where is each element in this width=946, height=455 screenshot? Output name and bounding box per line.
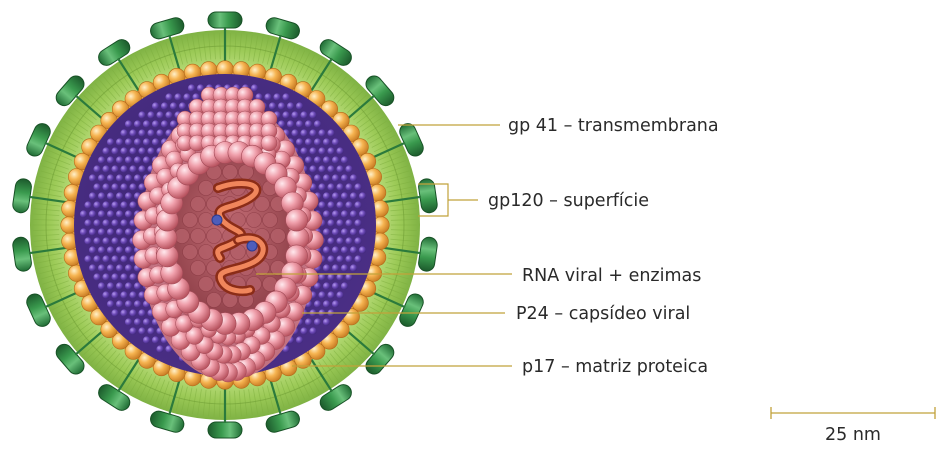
gp41-stem (383, 246, 422, 255)
leader-lines (256, 124, 512, 367)
gp41-stem (370, 141, 406, 160)
gp41-stem (117, 57, 140, 91)
gp41-stem (310, 359, 333, 393)
gp41-stem (44, 290, 80, 309)
gp41-transmembrane-stems (28, 27, 422, 423)
gp41-stem (28, 246, 67, 255)
gp41-stem (74, 328, 105, 356)
gp41-stem (269, 378, 282, 416)
label-rna: RNA viral + enzimas (522, 266, 701, 286)
gp41-stem (74, 94, 105, 122)
p17-matrix-beads (60, 60, 390, 390)
gp41-stem (44, 141, 80, 160)
gp41-stem (345, 94, 376, 122)
integrase-enzyme (246, 240, 258, 252)
gp120-spike (207, 421, 243, 439)
gp41-stem (345, 328, 376, 356)
scale-bar: 25 nm (770, 407, 936, 445)
label-gp120: gp120 – superfície (488, 191, 649, 211)
virion (12, 11, 438, 439)
label-p17: p17 – matriz proteica (522, 357, 708, 377)
scale-bar-label: 25 nm (825, 425, 881, 445)
gp41-stem (28, 195, 67, 204)
gp41-stem (370, 290, 406, 309)
label-p24: P24 – capsídeo viral (516, 304, 690, 324)
label-gp41: gp 41 – transmembrana (508, 116, 719, 136)
rna-genome (211, 178, 269, 296)
gp41-stem (310, 57, 333, 91)
gp41-stem (383, 195, 422, 204)
gp41-stem (117, 359, 140, 393)
gp41-stem (168, 34, 181, 72)
reverse-transcriptase-enzyme (211, 214, 223, 226)
gp41-stem (269, 34, 282, 72)
gp120-spike (207, 11, 243, 29)
gp41-stem (168, 378, 181, 416)
p24-capsid (132, 86, 324, 383)
